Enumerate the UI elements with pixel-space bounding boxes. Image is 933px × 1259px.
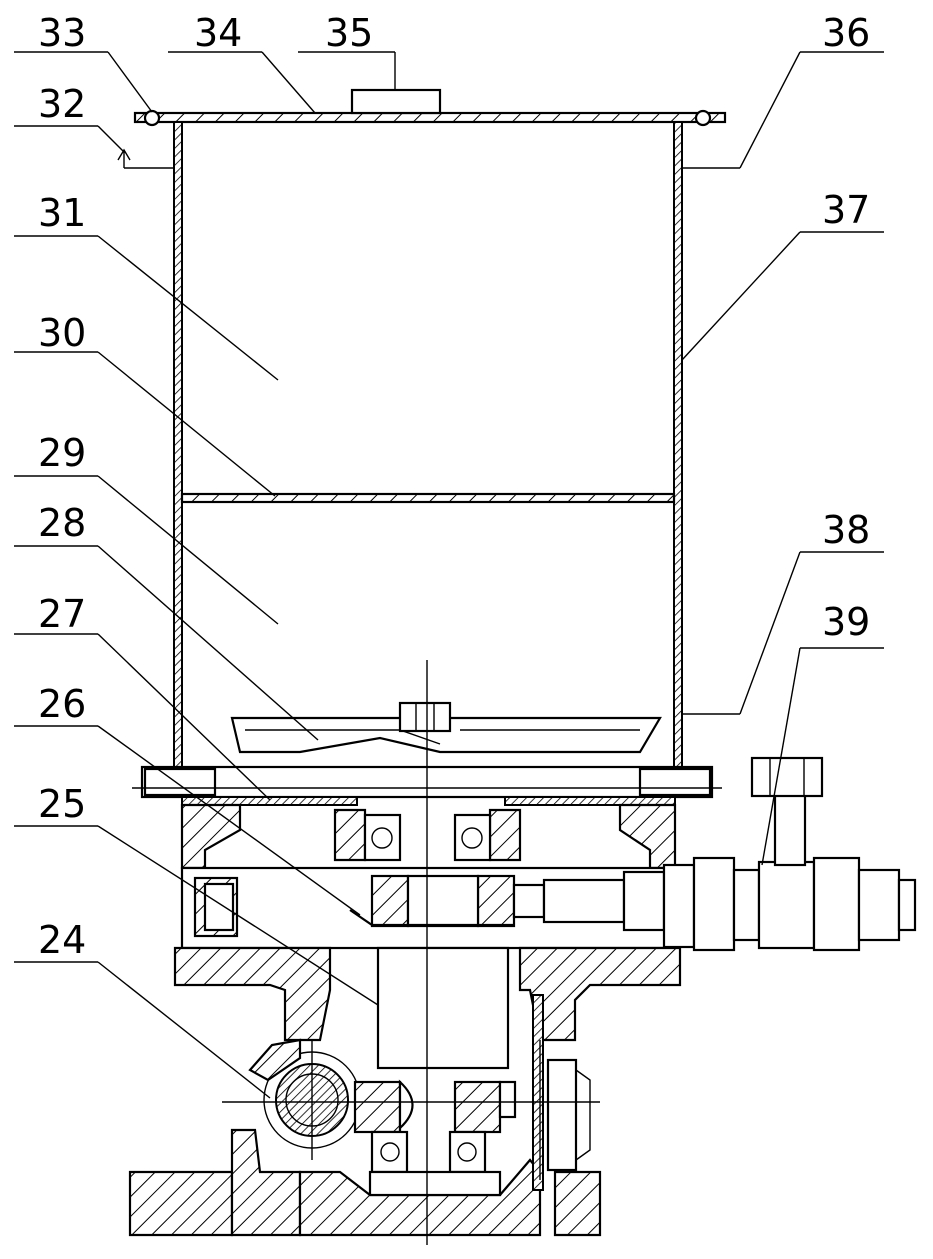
label-34: 34 <box>194 11 242 55</box>
callouts: 33 34 35 36 32 31 37 30 29 <box>14 11 884 1099</box>
label-39: 39 <box>822 600 870 644</box>
lid-knob <box>350 88 442 115</box>
vent-fitting <box>117 148 131 168</box>
label-32: 32 <box>38 82 86 126</box>
label-29: 29 <box>38 431 86 475</box>
drum-wall-right <box>673 121 683 768</box>
lid-plate <box>133 111 727 124</box>
shaft-nut <box>398 701 452 733</box>
reservoir <box>117 88 727 768</box>
upper-bearing-right <box>453 813 492 862</box>
lower-housing-right <box>518 946 682 1042</box>
label-26: 26 <box>38 682 86 726</box>
pump-body <box>128 765 722 1237</box>
lower-housing-left <box>173 946 332 1042</box>
label-27: 27 <box>38 592 86 636</box>
drum-wall-left <box>173 121 183 768</box>
label-31: 31 <box>38 191 86 235</box>
base-plate-left <box>128 1170 234 1237</box>
lid-bolt-right <box>694 109 712 127</box>
cam-ring <box>370 874 410 928</box>
base-plate-right <box>553 1170 602 1237</box>
shaft-sleeve <box>376 946 510 1070</box>
stirring-paddle <box>230 716 662 754</box>
upper-bearing-left <box>363 813 402 862</box>
follower-plate <box>180 492 676 504</box>
label-35: 35 <box>325 11 373 55</box>
label-37: 37 <box>822 188 870 232</box>
label-33: 33 <box>38 11 86 55</box>
label-24: 24 <box>38 918 86 962</box>
label-28: 28 <box>38 501 86 545</box>
upper-housing-right <box>618 803 677 870</box>
center-lines <box>222 660 600 1245</box>
label-38: 38 <box>822 508 870 552</box>
label-36: 36 <box>822 11 870 55</box>
upper-housing-left <box>180 803 242 870</box>
label-25: 25 <box>38 782 86 826</box>
lid-bolt-left <box>143 109 161 127</box>
outlet-nut <box>750 756 824 798</box>
outlet-fitting <box>662 756 917 952</box>
label-30: 30 <box>38 311 86 355</box>
